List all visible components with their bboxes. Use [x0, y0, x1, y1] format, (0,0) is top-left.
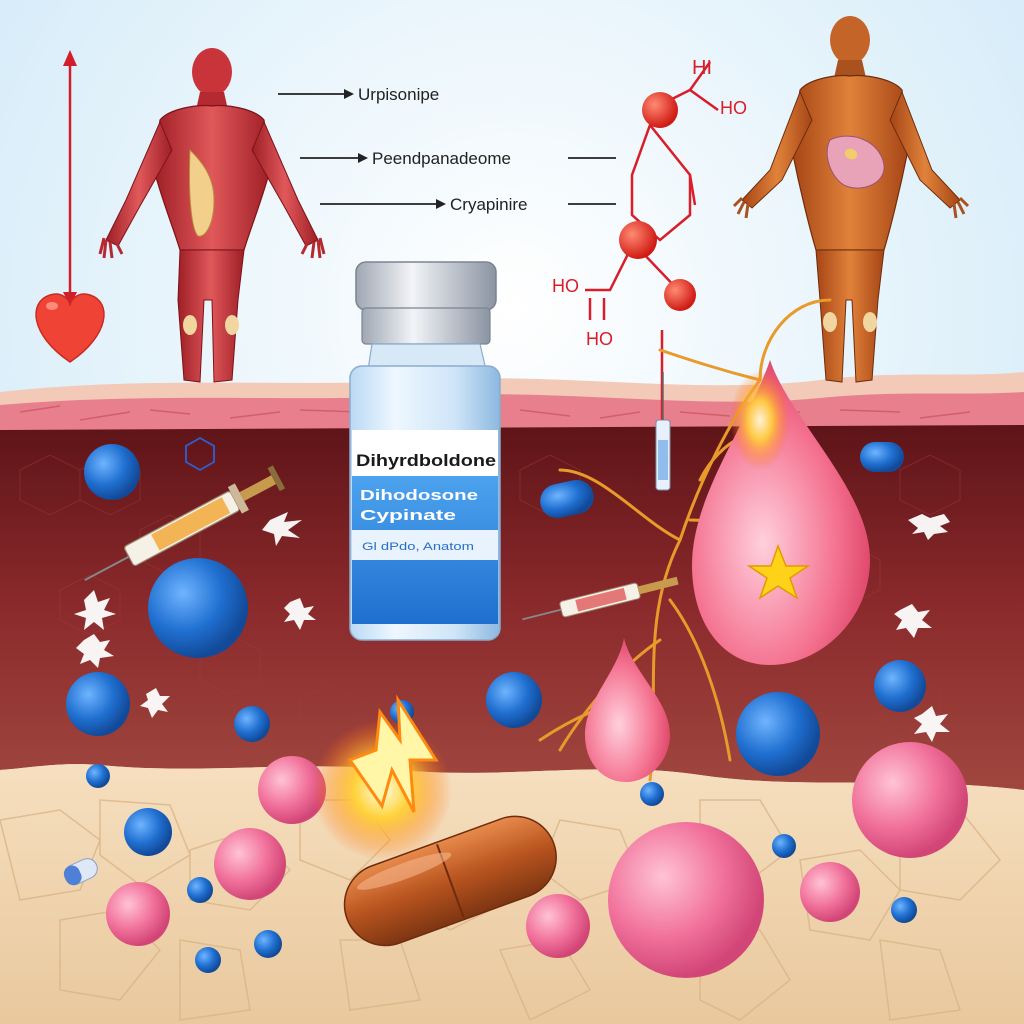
blue-cell: [66, 672, 130, 736]
pink-cells: [106, 742, 968, 978]
blue-cell: [891, 897, 917, 923]
muscle-figure-right: [732, 16, 970, 383]
pink-cell: [106, 882, 170, 946]
vial-cap-top: [355, 261, 497, 311]
blue-cell: [187, 877, 213, 903]
lightning-icon: [347, 694, 439, 813]
blue-cell: [874, 660, 926, 712]
vial-icon: [349, 261, 501, 641]
vial-line-1: Dihodosone: [360, 487, 478, 504]
blue-cell: [486, 672, 542, 728]
molecule-label-ho-left: HO: [552, 276, 579, 296]
hexagon-icon: [185, 436, 215, 472]
teardrop-cell-small: [585, 638, 670, 782]
atom-3: [664, 279, 696, 311]
annotation-arrow-3: [320, 199, 616, 209]
blue-cell: [736, 692, 820, 776]
pink-cell: [526, 894, 590, 958]
muscle-figure-left: [98, 48, 326, 383]
pink-cell: [800, 862, 860, 922]
star-icon: [746, 543, 811, 600]
vertical-arrow: [63, 50, 77, 306]
annotation-label-2: Peendpanadeome: [372, 149, 511, 168]
pink-cell: [852, 742, 968, 858]
blue-cell: [195, 947, 221, 973]
blue-cell: [772, 834, 796, 858]
blue-cell: [234, 706, 270, 742]
heart-icon: [35, 293, 105, 363]
blue-cell: [84, 444, 140, 500]
annotation-label-3: Cryapinire: [450, 195, 527, 214]
teardrop-glow: [730, 370, 790, 470]
sparkle-shapes: [74, 512, 950, 742]
molecule-label-hi: HI: [692, 57, 712, 79]
syringe-icon-3: [655, 372, 671, 491]
blue-cell: [124, 808, 172, 856]
blue-pill-cell: [860, 442, 904, 472]
syringe-icon: [84, 465, 286, 582]
atom-1: [642, 92, 678, 128]
vial-label-whitebar: [352, 530, 498, 560]
molecule-label-ho-top: HO: [720, 98, 747, 118]
syringe-icon-2: [522, 576, 679, 621]
vial-label-white: [352, 430, 498, 478]
pink-cell: [214, 828, 286, 900]
blue-cell: [148, 558, 248, 658]
blue-cell: [86, 764, 110, 788]
pink-cell: [608, 822, 764, 978]
annotation-label-1: Urpisonipe: [358, 85, 439, 104]
vial-title: Dihyrdboldone: [356, 451, 496, 470]
vial-line-2: Cypinate: [360, 507, 456, 524]
blue-cells: [66, 442, 926, 973]
small-capsule-icon: [63, 858, 98, 886]
molecule-icon: [585, 61, 719, 440]
vial-small-text: Gl dPdo, Anatom: [362, 541, 474, 553]
capsule-icon: [343, 815, 557, 947]
annotation-arrow-1: [278, 89, 354, 99]
blue-cell: [640, 782, 664, 806]
molecule-label-ho-bottom: HO: [586, 329, 613, 349]
atom-2: [619, 221, 657, 259]
vial-cap-ring: [361, 307, 491, 345]
blue-pill-cell: [540, 479, 594, 519]
annotation-arrow-2: [300, 153, 616, 163]
pink-cell: [258, 756, 326, 824]
heart-highlight: [46, 302, 58, 310]
blue-cell: [254, 930, 282, 958]
